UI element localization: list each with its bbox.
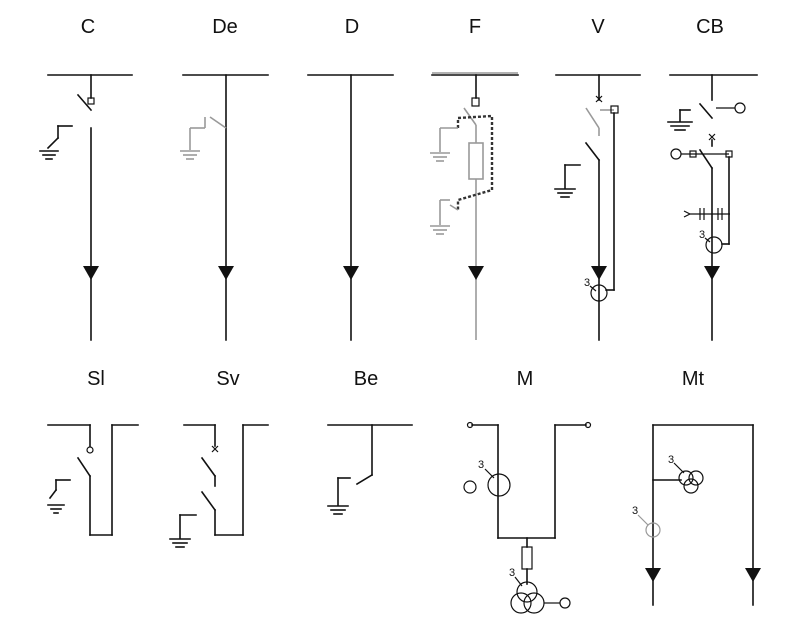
unit-c: C [39,16,133,341]
label-v: V [591,16,605,38]
fuse-icon [521,546,533,570]
current-transformer-icon [590,284,608,302]
label-sv: Sv [216,368,239,390]
switch-blade-icon [76,93,93,112]
label-c: C [81,16,95,38]
unit-cb: CB [667,16,758,341]
voltage-transformer-icon [510,581,545,614]
unit-f: F [430,16,519,340]
cable-end-arrow-icon [745,568,761,582]
cable-end-arrow-icon [343,266,359,280]
ct-count: 3 [478,459,484,471]
earth-switch-icon [430,199,459,235]
earth-switch-icon [327,477,351,515]
unit-d: D [307,16,394,341]
earth-switch-icon [554,164,581,198]
breaker-blade-icon [698,148,714,170]
vt-count: 3 [509,567,515,579]
unit-sl: Sl [47,368,139,536]
motor-icon [734,102,746,114]
label-cb: CB [696,16,724,38]
meter-icon [463,480,477,494]
label-de: De [212,16,238,38]
label-mt: Mt [682,368,705,390]
earth-switch-icon [667,109,693,131]
breaker-blade-icon [200,456,217,478]
label-be: Be [354,368,378,390]
voltage-transformer-icon [678,470,704,494]
earth-switch-icon [47,479,71,514]
mechanical-link [456,114,494,210]
unit-de: De [180,16,269,341]
cable-end-arrow-icon [218,266,234,280]
earth-switch-icon [39,125,73,160]
cable-end-arrow-icon [591,266,607,280]
unit-m: M 3 3 [463,368,592,614]
switch-blade-icon [200,490,217,512]
earth-switch-icon [169,514,197,548]
motor-icon [670,148,682,160]
cable-end-arrow-icon [645,568,661,582]
fuse-icon [468,142,484,180]
switch-blade-icon [76,456,92,478]
label-d: D [345,16,359,38]
disconnector-contact-icon [86,446,94,454]
cable-end-arrow-icon [468,266,484,280]
earth-switch-icon [430,127,458,162]
vt-count: 3 [668,454,674,466]
label-sl: Sl [87,368,105,390]
ct-count: 3 [632,505,638,517]
current-transformer-icon [487,473,511,497]
unit-mt: Mt 3 3 [632,368,761,606]
voltmeter-icon [559,597,571,609]
cable-end-arrow-icon [704,266,720,280]
earth-switch-blade-icon [355,473,374,486]
switch-blade-icon [698,102,714,120]
disconnector-contact-icon [471,97,480,107]
ct-count: 3 [699,229,705,241]
switch-blade-icon [584,141,601,162]
current-transformer-icon [705,236,723,254]
breaker-blade-icon [585,107,600,129]
unit-sv: Sv [169,368,269,548]
current-transformer-icon [645,522,661,538]
cable-end-arrow-icon [83,266,99,280]
unit-v: V 3 [554,16,641,341]
label-m: M [517,368,534,390]
ct-count: 3 [584,277,590,289]
capacitor-divider-icon [683,208,730,220]
disconnector-contact-icon [87,97,95,105]
label-f: F [469,16,481,38]
unit-be: Be [327,368,413,515]
earth-switch-icon [180,116,227,160]
